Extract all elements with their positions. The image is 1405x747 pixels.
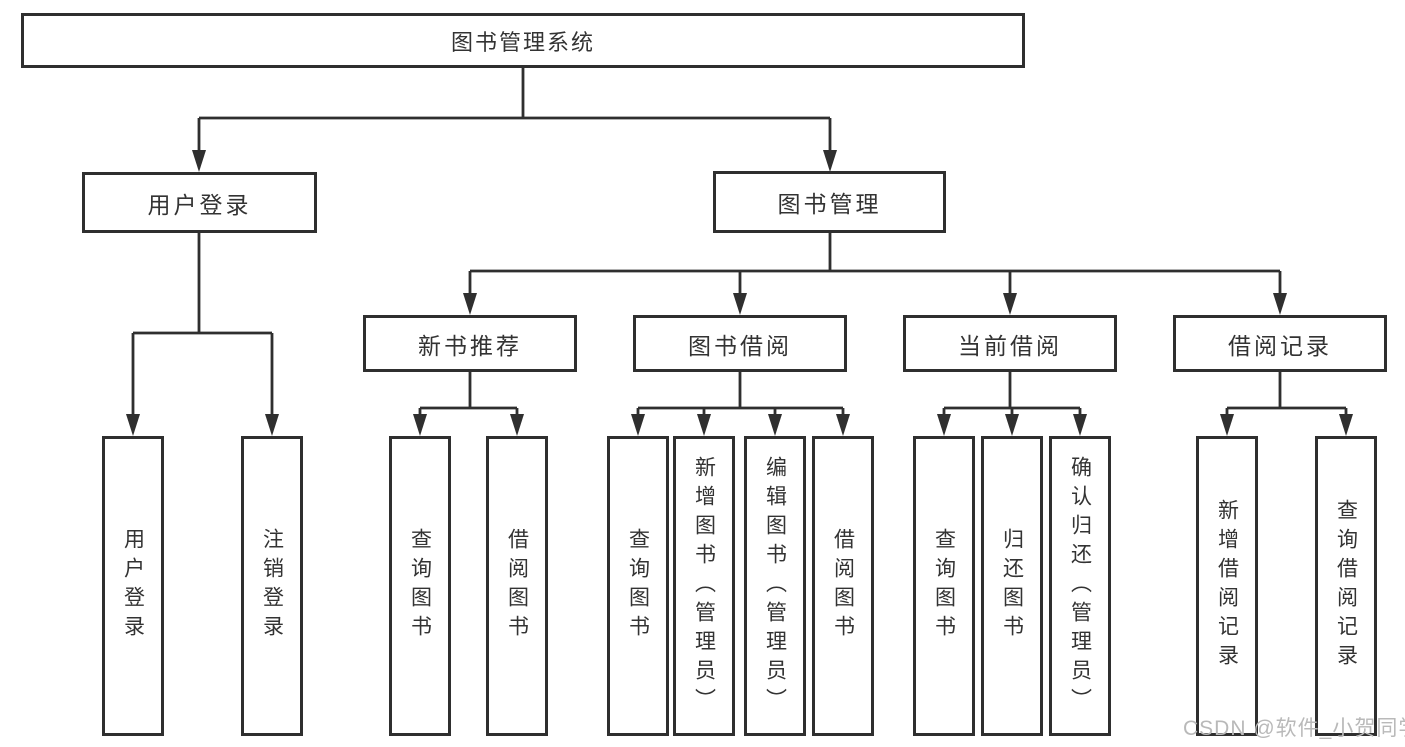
leaf-query-books-2: 查询图书 [607, 436, 669, 736]
node-new-book-recommendation: 新书推荐 [363, 315, 577, 372]
leaf-borrow-books-1: 借阅图书 [486, 436, 548, 736]
leaf-query-borrow-record: 查询借阅记录 [1315, 436, 1377, 736]
leaf-query-books-3: 查询图书 [913, 436, 975, 736]
leaf-confirm-return-admin: 确认归还（管理员） [1049, 436, 1111, 736]
node-book-management: 图书管理 [713, 171, 946, 233]
leaf-logout: 注销登录 [241, 436, 303, 736]
leaf-edit-books-admin: 编辑图书（管理员） [744, 436, 806, 736]
node-current-borrowing: 当前借阅 [903, 315, 1117, 372]
leaf-return-books: 归还图书 [981, 436, 1043, 736]
leaf-user-login: 用户登录 [102, 436, 164, 736]
node-user-login: 用户登录 [82, 172, 317, 233]
csdn-watermark: CSDN @软件_小贺同学 [1183, 717, 1405, 740]
node-borrowing-records: 借阅记录 [1173, 315, 1387, 372]
leaf-add-books-admin: 新增图书（管理员） [673, 436, 735, 736]
leaf-query-books-1: 查询图书 [389, 436, 451, 736]
leaf-add-borrow-record: 新增借阅记录 [1196, 436, 1258, 736]
arrow-heads [126, 150, 1353, 436]
node-library-management-system: 图书管理系统 [21, 13, 1025, 68]
node-book-borrowing: 图书借阅 [633, 315, 847, 372]
leaf-borrow-books-2: 借阅图书 [812, 436, 874, 736]
